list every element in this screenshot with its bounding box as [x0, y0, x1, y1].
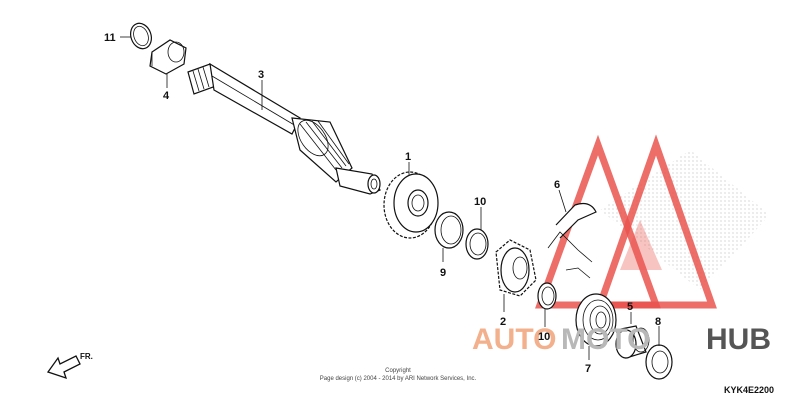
part-1-gear — [383, 171, 439, 239]
callout-1: 1 — [405, 151, 411, 163]
copyright-line2: Page design (c) 2004 - 2014 by ARI Netwo… — [320, 376, 477, 382]
callout-7: 7 — [585, 363, 591, 375]
watermark-auto: AUTO — [472, 323, 556, 356]
diagram-code: KYK4E2200 — [724, 385, 774, 395]
copyright-block: Copyright Page design (c) 2004 - 2014 by… — [320, 368, 477, 382]
callout-10-lower: 10 — [538, 331, 550, 343]
callout-10-upper: 10 — [474, 196, 486, 208]
watermark-hub: HUB — [706, 323, 771, 356]
callout-9: 9 — [440, 267, 446, 279]
part-2-gear — [495, 239, 537, 297]
callouts: 11 4 3 1 10 9 2 6 10 7 5 8 — [104, 32, 661, 375]
callout-3: 3 — [258, 69, 264, 81]
watermark-text: AUTO MOTO HUB — [472, 323, 771, 356]
watermark-logo — [535, 134, 770, 309]
part-10-circlip-upper — [465, 228, 489, 260]
part-10-circlip-lower — [537, 282, 557, 310]
callout-6: 6 — [554, 179, 560, 191]
callout-11: 11 — [104, 32, 116, 44]
part-5-collar — [615, 325, 650, 359]
part-4-collar — [149, 39, 187, 75]
callout-4: 4 — [163, 90, 170, 102]
arrow-icon — [46, 355, 81, 380]
part-6-pin — [547, 202, 597, 263]
watermark-moto: MOTO — [561, 323, 650, 356]
part-9-washer — [434, 211, 464, 249]
part-11-circlip — [130, 22, 152, 50]
copyright-line1: Copyright — [385, 368, 411, 374]
front-direction-indicator: FR. — [46, 352, 93, 380]
leader-lines — [120, 36, 660, 360]
part-7-spring — [565, 267, 617, 347]
callout-8: 8 — [655, 316, 661, 328]
part-3-shaft — [187, 62, 381, 195]
fr-label: FR. — [80, 352, 93, 361]
callout-5: 5 — [627, 301, 633, 313]
callout-2: 2 — [500, 316, 506, 328]
